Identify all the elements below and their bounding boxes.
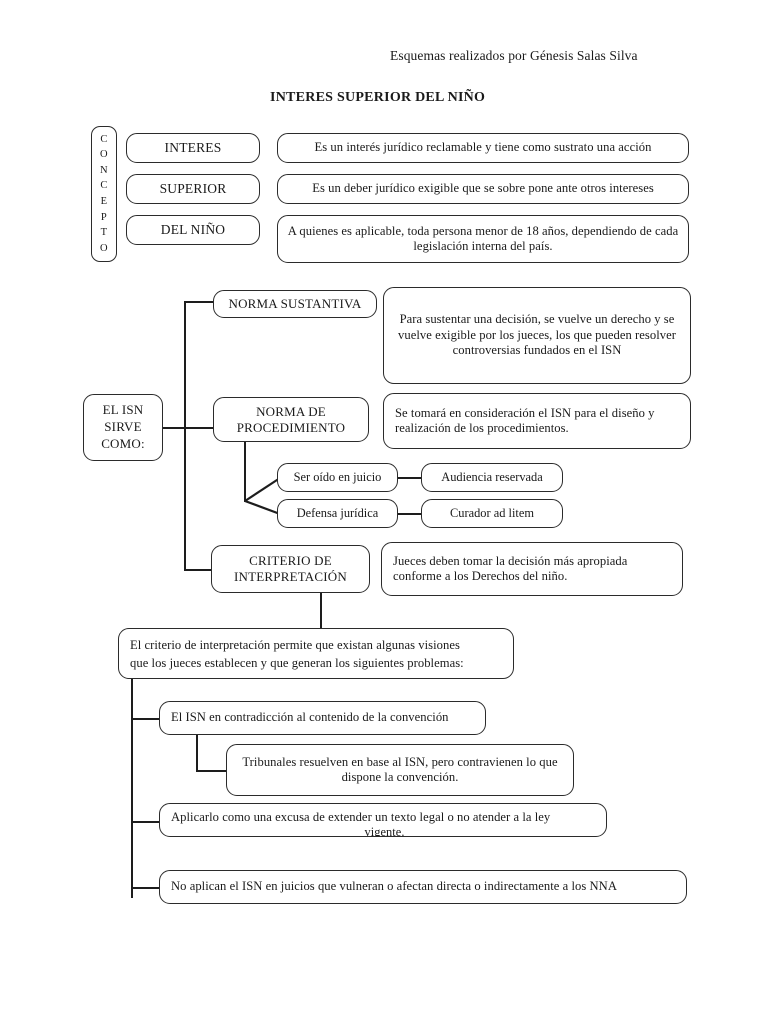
connector-to-problema-1 — [131, 718, 161, 720]
connector-to-norma-sustantiva — [184, 301, 214, 303]
connector-problema-1-detail-arm — [196, 770, 228, 772]
node-curador-ad-litem: Curador ad litem — [421, 499, 563, 528]
problema-item-2-line-1: Aplicarlo como una excusa de extender un… — [171, 810, 551, 824]
problemas-intro-box: El criterio de interpretación permite qu… — [118, 628, 514, 679]
node-ser-oido-en-juicio: Ser oído en juicio — [277, 463, 398, 492]
problema-item-2: Aplicarlo como una excusa de extender un… — [159, 803, 607, 837]
concepto-letter-0: C — [100, 133, 108, 145]
node-norma-procedimiento: NORMA DE PROCEDIMIENTO — [213, 397, 369, 442]
node-el-isn-sirve-como: EL ISN SIRVE COMO: — [83, 394, 163, 461]
problema-item-1: El ISN en contradicción al contenido de … — [159, 701, 486, 735]
concepto-term-del-nino: DEL NIÑO — [126, 215, 260, 245]
concepto-description-interes: Es un interés jurídico reclamable y tien… — [277, 133, 689, 163]
concepto-letter-3: C — [100, 180, 108, 192]
description-criterio-interpretacion: Jueces deben tomar la decisión más aprop… — [381, 542, 683, 596]
spine-vertical-sirve-como — [184, 301, 186, 571]
connector-problema-1-detail-stem — [196, 735, 198, 772]
node-criterio-interpretacion: CRITERIO DE INTERPRETACIÓN — [211, 545, 370, 593]
concepto-letter-7: O — [100, 242, 108, 254]
concepto-term-interes: INTERES — [126, 133, 260, 163]
connector-ser-oido-to-audiencia — [398, 477, 423, 479]
concepto-letter-2: N — [100, 164, 108, 176]
concepto-letter-6: T — [100, 227, 108, 239]
description-norma-sustantiva: Para sustentar una decisión, se vuelve u… — [383, 287, 691, 384]
connector-to-norma-procedimiento — [184, 427, 214, 429]
node-norma-sustantiva: NORMA SUSTANTIVA — [213, 290, 377, 318]
concepto-letter-5: P — [100, 211, 108, 223]
concepto-letter-1: O — [100, 149, 108, 161]
connector-defensa-to-curador — [398, 513, 423, 515]
problema-item-1-detail: Tribunales resuelven en base al ISN, per… — [226, 744, 574, 796]
problemas-intro-line-1: El criterio de interpretación permite qu… — [130, 638, 460, 652]
spine-vertical-problemas — [131, 679, 133, 898]
concepto-vertical-label: C O N C E P T O — [91, 126, 117, 262]
problema-item-3: No aplican el ISN en juicios que vulnera… — [159, 870, 687, 904]
connector-procedimiento-stem — [244, 442, 246, 502]
concepto-description-del-nino: A quienes es aplicable, toda persona men… — [277, 215, 689, 263]
problema-item-2-clipped-line: vigente. — [364, 825, 405, 837]
connector-to-criterio-interpretacion — [184, 569, 214, 571]
problemas-intro-line-2: que los jueces establecen y que generan … — [130, 656, 464, 671]
node-audiencia-reservada: Audiencia reservada — [421, 463, 563, 492]
concepto-description-superior: Es un deber jurídico exigible que se sob… — [277, 174, 689, 204]
connector-to-problema-2 — [131, 821, 161, 823]
page-title: INTERES SUPERIOR DEL NIÑO — [270, 90, 486, 105]
byline-author: Esquemas realizados por Génesis Salas Si… — [390, 48, 638, 63]
concepto-term-superior: SUPERIOR — [126, 174, 260, 204]
description-norma-procedimiento: Se tomará en consideración el ISN para e… — [383, 393, 691, 449]
node-defensa-juridica: Defensa jurídica — [277, 499, 398, 528]
connector-to-problema-3 — [131, 887, 161, 889]
connector-criterio-to-problemas — [320, 593, 322, 628]
concepto-letter-4: E — [100, 196, 108, 207]
connector-root-to-spine — [163, 427, 185, 429]
